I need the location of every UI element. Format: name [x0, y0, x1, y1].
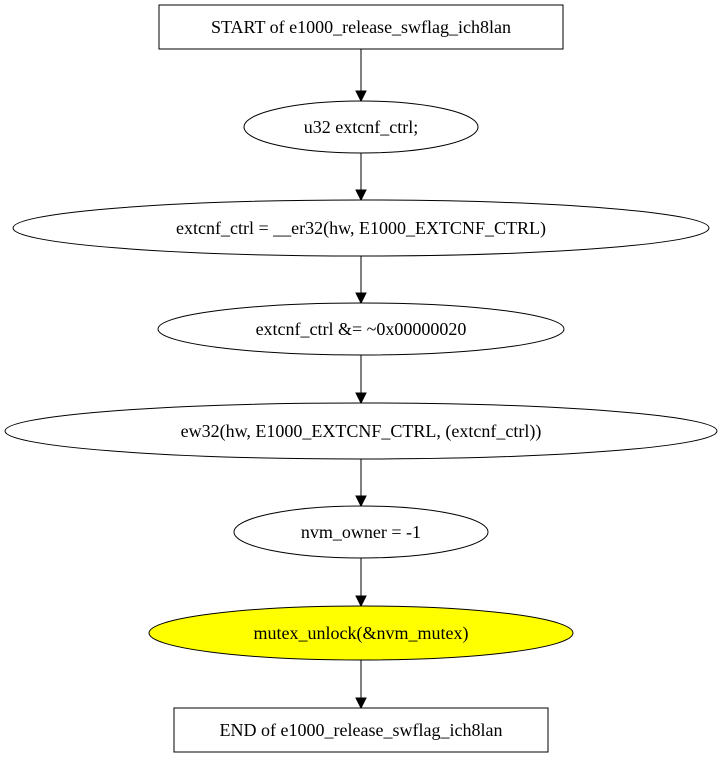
node-label: extcnf_ctrl &= ~0x00000020: [256, 319, 467, 339]
node-ellipse: [12, 199, 710, 257]
arrowhead-icon: [355, 292, 367, 305]
edge-start-to-decl: [355, 49, 367, 103]
nodes-layer: START of e1000_release_swflag_ich8lan u32…: [4, 4, 718, 753]
node-label: ew32(hw, E1000_EXTCNF_CTRL, (extcnf_ctrl…: [181, 421, 542, 442]
edge-mask-to-write: [355, 355, 367, 405]
node-ellipse: [4, 402, 718, 460]
arrowhead-icon: [355, 90, 367, 103]
node-label: START of e1000_release_swflag_ich8lan: [211, 17, 511, 37]
node-label: u32 extcnf_ctrl;: [304, 117, 418, 137]
arrowhead-icon: [355, 392, 367, 405]
node-mask: extcnf_ctrl &= ~0x00000020: [157, 302, 565, 356]
node-box: [158, 4, 564, 50]
edges-layer: [355, 49, 367, 710]
edge-owner-to-unlock: [355, 558, 367, 608]
node-start: START of e1000_release_swflag_ich8lan: [158, 4, 564, 50]
arrowhead-icon: [355, 495, 367, 508]
node-end: END of e1000_release_swflag_ich8lan: [173, 707, 549, 753]
node-label: mutex_unlock(&nvm_mutex): [254, 623, 469, 644]
node-owner: nvm_owner = -1: [233, 505, 489, 559]
arrowhead-icon: [355, 595, 367, 608]
node-ellipse: [157, 302, 565, 356]
node-write: ew32(hw, E1000_EXTCNF_CTRL, (extcnf_ctrl…: [4, 402, 718, 460]
edge-decl-to-read: [355, 153, 367, 202]
node-ellipse: [243, 100, 479, 154]
edge-read-to-mask: [355, 256, 367, 305]
node-label: extcnf_ctrl = __er32(hw, E1000_EXTCNF_CT…: [176, 218, 546, 239]
node-ellipse: [148, 605, 574, 661]
edge-write-to-owner: [355, 459, 367, 508]
node-decl: u32 extcnf_ctrl;: [243, 100, 479, 154]
node-read: extcnf_ctrl = __er32(hw, E1000_EXTCNF_CT…: [12, 199, 710, 257]
node-label: END of e1000_release_swflag_ich8lan: [220, 720, 503, 740]
arrowhead-icon: [355, 189, 367, 202]
node-ellipse: [233, 505, 489, 559]
arrowhead-icon: [355, 697, 367, 710]
edge-unlock-to-end: [355, 660, 367, 710]
node-unlock: mutex_unlock(&nvm_mutex): [148, 605, 574, 661]
node-label: nvm_owner = -1: [301, 522, 421, 542]
node-box: [173, 707, 549, 753]
